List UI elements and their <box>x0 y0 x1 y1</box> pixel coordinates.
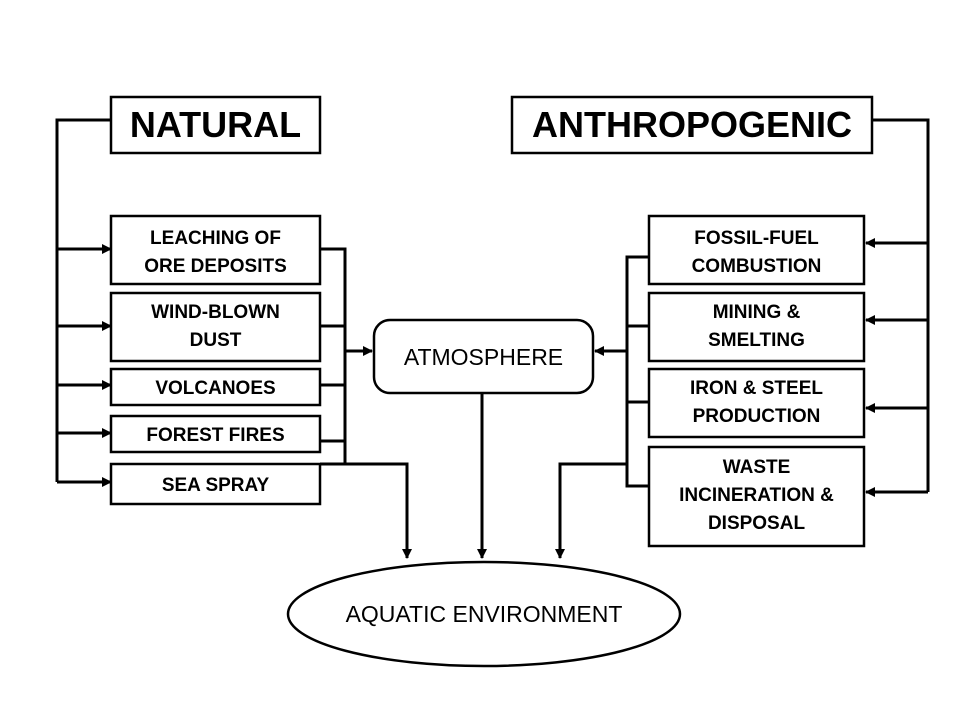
source-mining-smelting: MINING & SMELTING <box>647 291 866 363</box>
source-waste: WASTE INCINERATION & DISPOSAL <box>647 445 866 548</box>
source-leaching-line2: ORE DEPOSITS <box>144 256 287 277</box>
source-forest-fires: FOREST FIRES <box>109 414 322 454</box>
aquatic-label: AQUATIC ENVIRONMENT <box>346 601 623 627</box>
source-iron-line1: IRON & STEEL <box>690 378 823 399</box>
source-waste-line3: DISPOSAL <box>708 513 806 534</box>
source-wind-line2: DUST <box>190 330 242 351</box>
source-mining-line2: SMELTING <box>708 330 805 351</box>
source-leaching: LEACHING OF ORE DEPOSITS <box>109 214 322 286</box>
natural-right-bus <box>320 247 347 464</box>
aquatic-environment-node: AQUATIC ENVIRONMENT <box>286 560 682 668</box>
natural-connectors <box>55 118 412 559</box>
source-fossil-line1: FOSSIL-FUEL <box>694 228 819 249</box>
natural-title: NATURAL <box>130 104 301 145</box>
anthropogenic-left-bus <box>625 255 649 488</box>
anthropogenic-right-bus <box>872 118 930 492</box>
anthropogenic-title: ANTHROPOGENIC <box>532 104 852 145</box>
source-forest-fires-line1: FOREST FIRES <box>146 425 284 446</box>
natural-header: NATURAL <box>109 95 322 155</box>
arrow-natural-to-aquatic <box>345 462 412 559</box>
source-wind-blown-dust: WIND-BLOWN DUST <box>109 291 322 363</box>
source-volcanoes-line1: VOLCANOES <box>155 378 275 399</box>
source-waste-line2: INCINERATION & <box>679 485 834 506</box>
arrow-anthropogenic-to-aquatic <box>555 462 627 559</box>
natural-left-bus <box>55 118 111 482</box>
anthropogenic-connectors <box>555 118 930 559</box>
atmosphere-node: ATMOSPHERE <box>372 318 595 395</box>
source-fossil-fuel: FOSSIL-FUEL COMBUSTION <box>647 214 866 286</box>
anthropogenic-header: ANTHROPOGENIC <box>510 95 874 155</box>
source-waste-line1: WASTE <box>723 457 791 478</box>
source-fossil-line2: COMBUSTION <box>692 256 822 277</box>
source-iron-line2: PRODUCTION <box>693 406 821 427</box>
atmosphere-label: ATMOSPHERE <box>404 344 563 370</box>
source-volcanoes: VOLCANOES <box>109 367 322 407</box>
source-mining-line1: MINING & <box>713 302 801 323</box>
source-sea-spray-line1: SEA SPRAY <box>162 475 270 496</box>
source-sea-spray: SEA SPRAY <box>109 462 322 506</box>
source-leaching-line1: LEACHING OF <box>150 228 281 249</box>
source-iron-steel: IRON & STEEL PRODUCTION <box>647 367 866 439</box>
source-wind-line1: WIND-BLOWN <box>151 302 280 323</box>
